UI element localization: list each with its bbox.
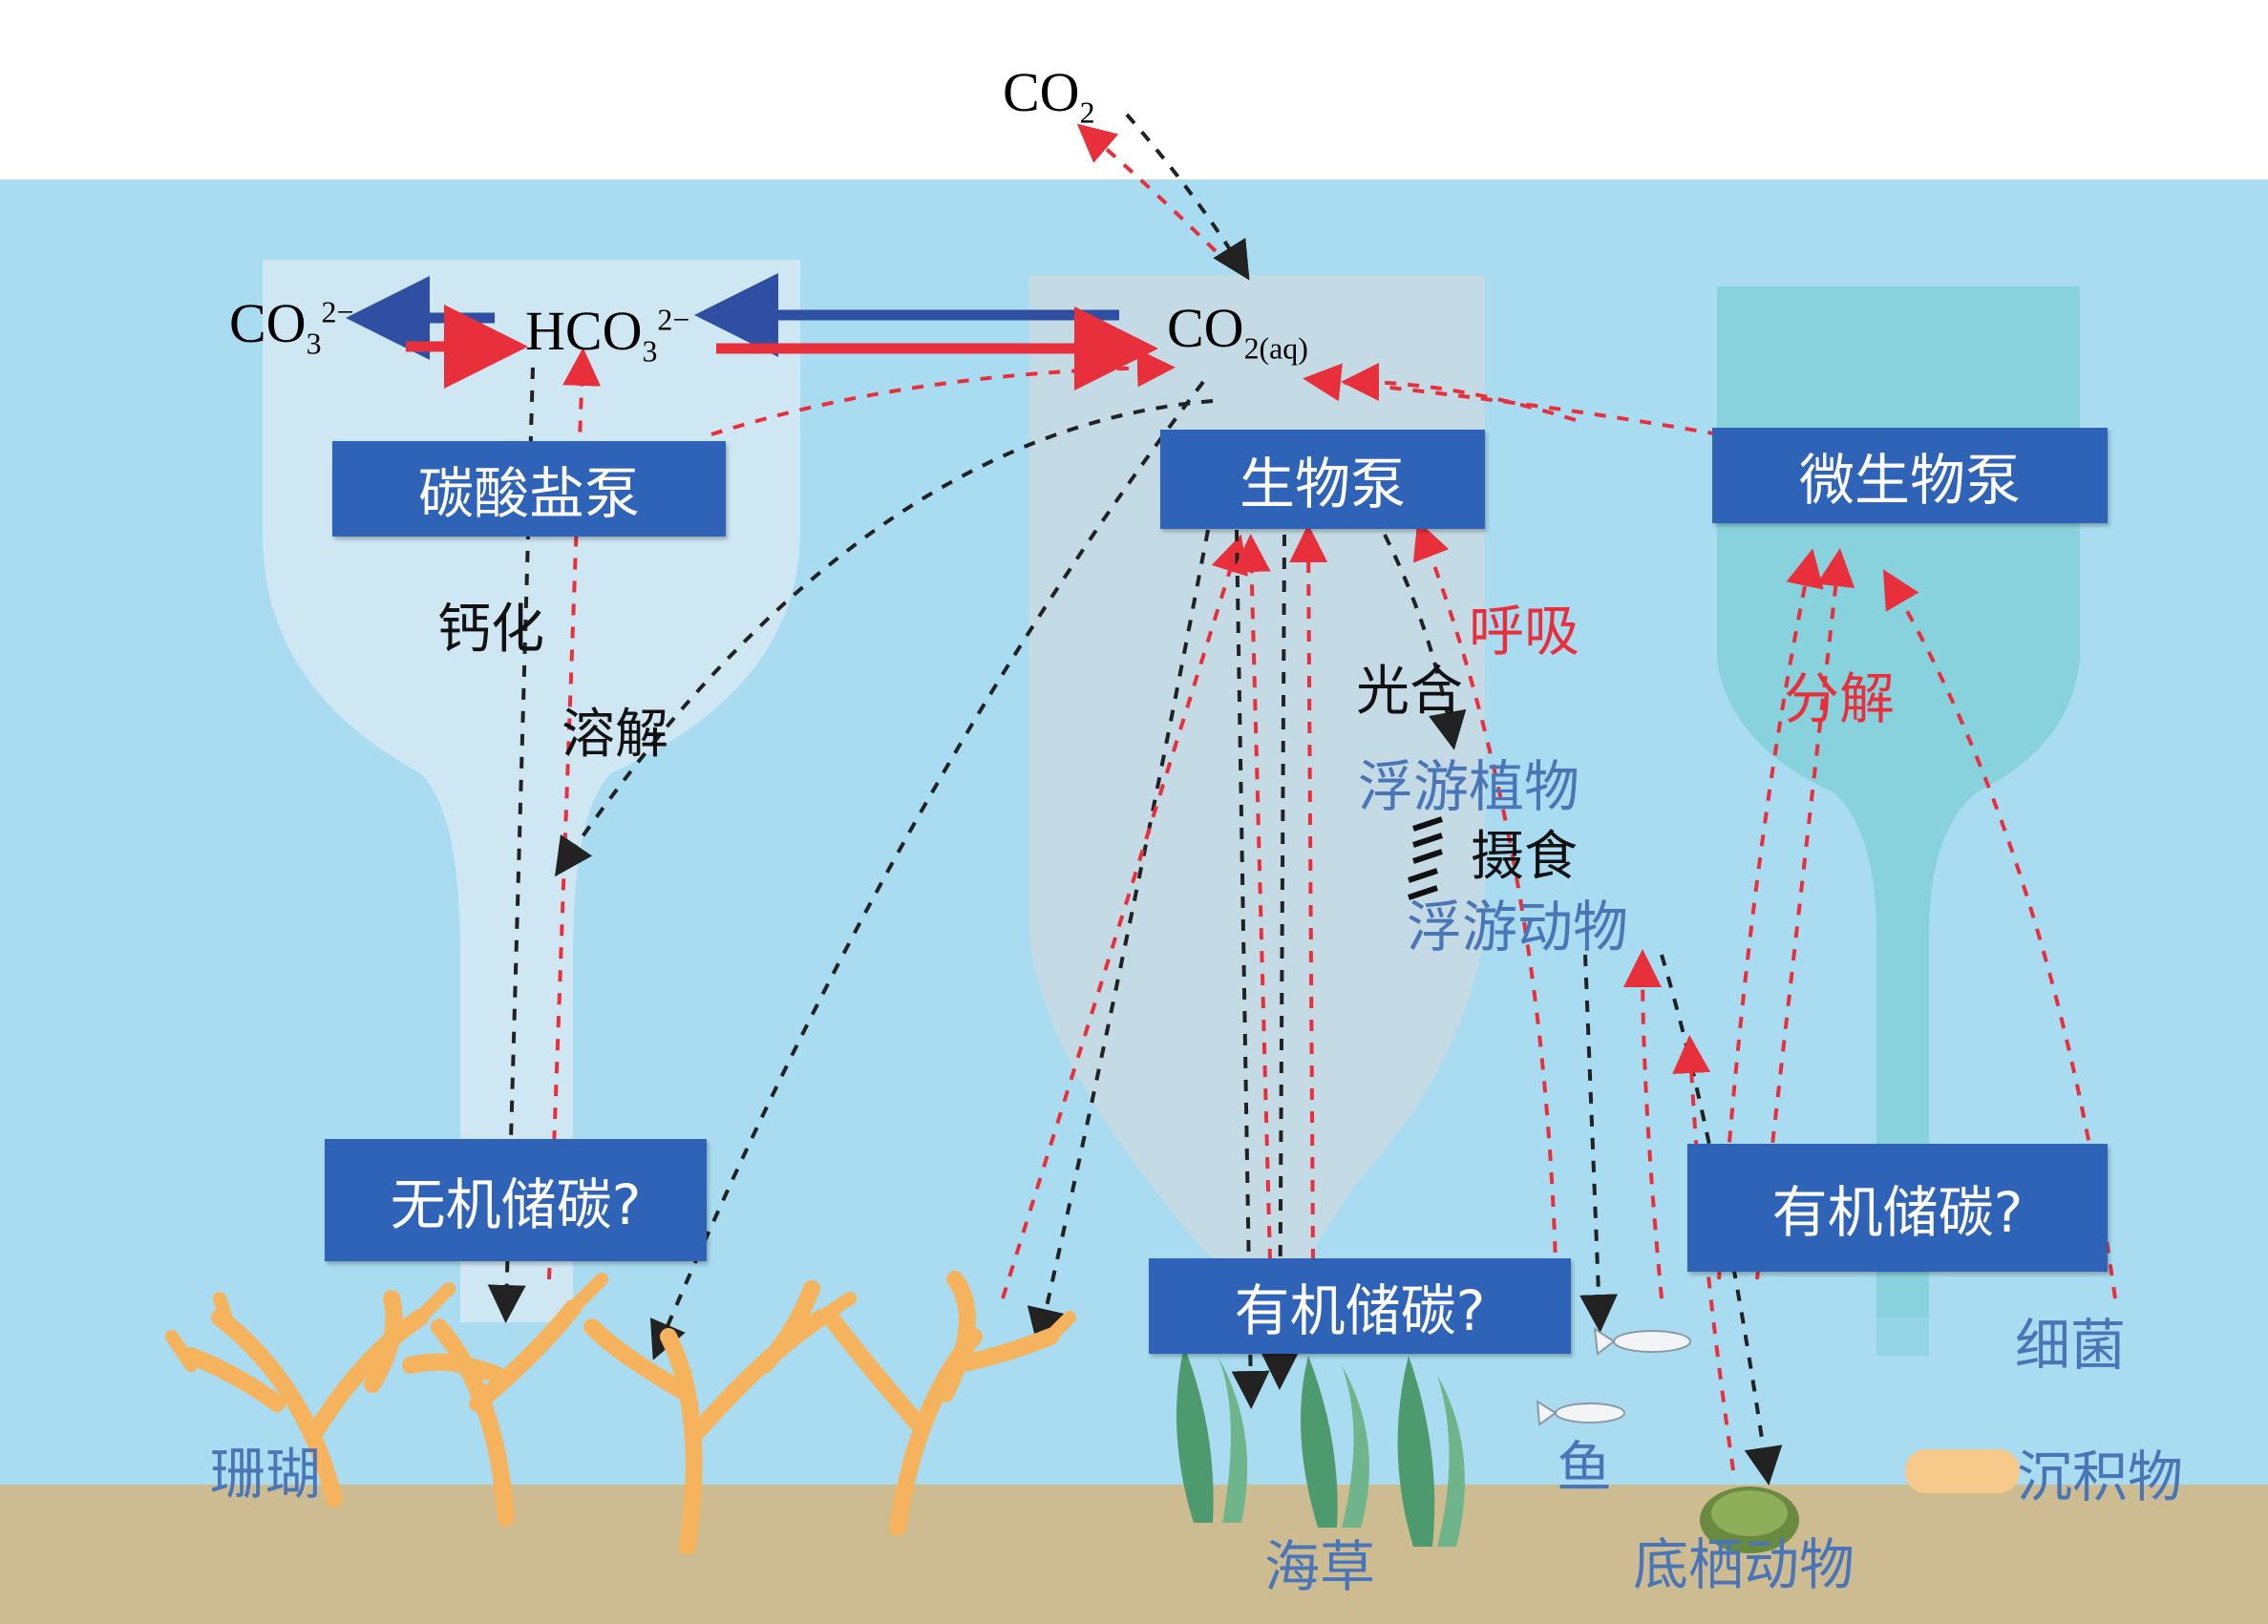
grazing-label: 摄食 xyxy=(1471,826,1578,888)
flux-zooplankton-down xyxy=(1579,954,1619,1333)
flux-fish-up xyxy=(1623,949,1664,1299)
calcification-label: 钙化 xyxy=(437,599,544,661)
flux-bio-down-1 xyxy=(1027,529,1210,1347)
carbonate-pump-label: 碳酸盐泵 xyxy=(417,461,640,526)
flux-co2aq-to-coral xyxy=(554,399,1214,877)
organic-storage-center-label: 有机储碳? xyxy=(1234,1278,1486,1343)
flux-bio-down-2 xyxy=(1231,529,1270,1409)
atm-co2-subscript: 2 xyxy=(1079,95,1095,130)
photosynthesis-label: 光合 xyxy=(1356,661,1463,723)
bicarbonate-formula: HCO xyxy=(525,300,643,362)
flux-bio-up-3 xyxy=(1289,524,1328,1261)
fish-illustration xyxy=(1536,1327,1691,1426)
bicarbonate-subscript: 3 xyxy=(642,334,658,369)
microbial-fade xyxy=(1876,1318,1934,1375)
sediment-illustration xyxy=(1905,1449,2020,1493)
flux-benthos-up xyxy=(1672,1035,1735,1471)
sea-floor xyxy=(0,1485,2268,1624)
respiration-label: 呼吸 xyxy=(1469,599,1580,664)
carbonate-formula: CO xyxy=(229,292,307,354)
carbonate-label: CO32− xyxy=(229,296,353,360)
coral-label: 珊瑚 xyxy=(210,1442,322,1507)
organic-storage-right-box: 有机储碳? xyxy=(1687,1144,2108,1272)
seagrass-illustration xyxy=(1176,1346,1465,1547)
organic-storage-center-box: 有机储碳? xyxy=(1149,1258,1571,1354)
phytoplankton-label: 浮游植物 xyxy=(1358,754,1580,819)
decomposition-label: 分解 xyxy=(1784,666,1896,731)
flux-bio-up-1 xyxy=(1001,534,1248,1299)
carbonate-subscript: 3 xyxy=(306,327,322,361)
inorganic-storage-label: 无机储碳? xyxy=(390,1172,642,1237)
flux-respiration xyxy=(1412,520,1558,1299)
flux-bio-to-coral-long xyxy=(649,380,1205,1360)
inorganic-storage-box: 无机储碳? xyxy=(325,1139,707,1261)
biological-pump-box: 生物泵 xyxy=(1160,430,1485,529)
atm-co2-formula: CO xyxy=(1003,61,1080,123)
co2-aq-subscript: 2(aq) xyxy=(1243,331,1308,366)
grazing-marks xyxy=(1408,816,1443,900)
microbial-pump-box: 微生物泵 xyxy=(1712,428,2108,523)
zooplankton-label: 浮游动物 xyxy=(1407,895,1629,960)
bacteria-label: 细菌 xyxy=(2015,1313,2127,1378)
dissolution-label: 溶解 xyxy=(562,704,668,766)
flux-bio-down-3 xyxy=(1261,534,1300,1390)
seagrass-label: 海草 xyxy=(1264,1534,1376,1599)
flux-bio-up-2 xyxy=(1232,534,1272,1261)
co2-aq-label: CO2(aq) xyxy=(1167,301,1308,365)
bicarbonate-superscript: 2− xyxy=(657,303,690,337)
benthos-label: 底栖动物 xyxy=(1633,1532,1855,1597)
co2-aq-formula: CO xyxy=(1167,297,1244,359)
atmospheric-co2-label: CO2 xyxy=(1003,65,1095,129)
coral-illustration xyxy=(165,1271,1076,1555)
benthos-illustration xyxy=(1700,1487,1799,1553)
biological-pump-label: 生物泵 xyxy=(1239,452,1406,517)
fish-label: 鱼 xyxy=(1557,1435,1613,1500)
carbonate-pump-box: 碳酸盐泵 xyxy=(332,441,726,537)
flux-photosynthesis xyxy=(1383,534,1467,750)
carbonate-superscript: 2− xyxy=(321,295,354,329)
microbial-pump-label: 微生物泵 xyxy=(1798,448,2021,513)
flux-atm-to-co2aq xyxy=(1125,113,1250,281)
organic-storage-right-label: 有机储碳? xyxy=(1771,1180,2024,1245)
flux-microbial-to-co2aq-2 xyxy=(1341,363,1577,422)
bicarbonate-label: HCO32− xyxy=(525,304,689,368)
flux-carbonate-pump-to-co2aq xyxy=(710,348,1176,436)
sediment-label: 沉积物 xyxy=(2017,1445,2184,1509)
